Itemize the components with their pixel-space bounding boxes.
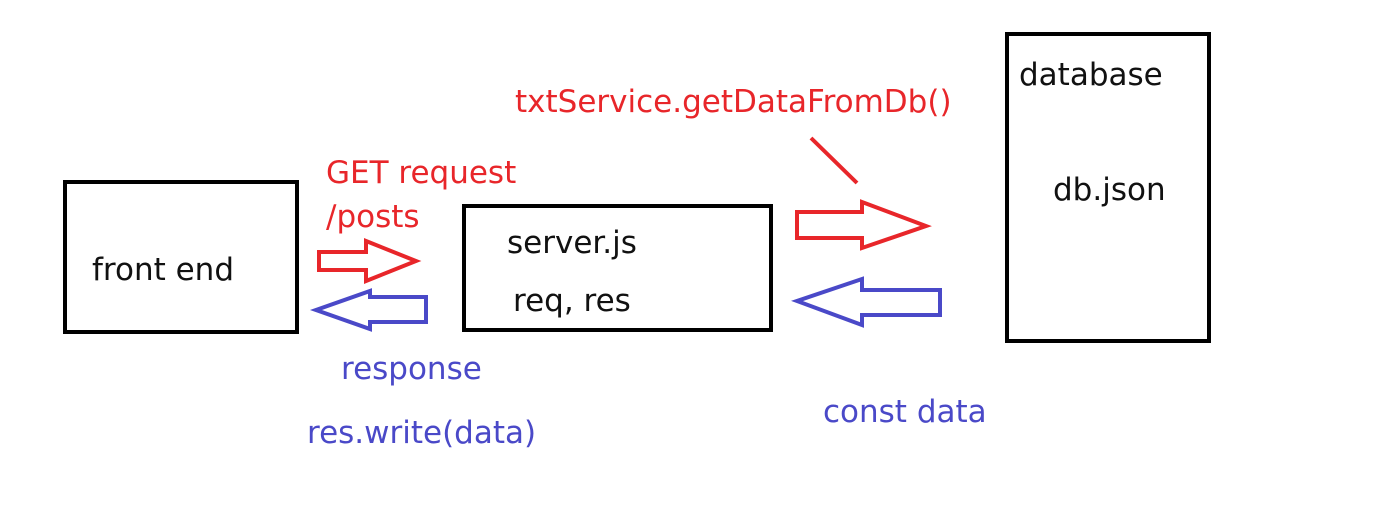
service-pointer-line: [809, 136, 859, 185]
request-label-method: GET request: [326, 155, 517, 191]
database-box: [1005, 32, 1211, 343]
response-write-label: res.write(data): [307, 415, 537, 451]
response-label: response: [341, 351, 482, 387]
service-call-label: txtService.getDataFromDb(): [515, 84, 952, 120]
server-box: [462, 204, 773, 332]
database-title: database: [1019, 57, 1163, 93]
database-file: db.json: [1053, 172, 1166, 208]
request-label-path: /posts: [326, 199, 420, 235]
server-title: server.js: [507, 225, 637, 261]
frontend-label: front end: [92, 252, 234, 288]
db-return-label: const data: [823, 394, 987, 430]
data-arrow-left-icon: [791, 276, 942, 328]
response-arrow-left-icon: [309, 288, 428, 332]
service-arrow-right-icon: [795, 199, 932, 251]
frontend-box: [63, 180, 299, 334]
request-arrow-right-icon: [317, 238, 422, 284]
server-params: req, res: [513, 283, 631, 319]
